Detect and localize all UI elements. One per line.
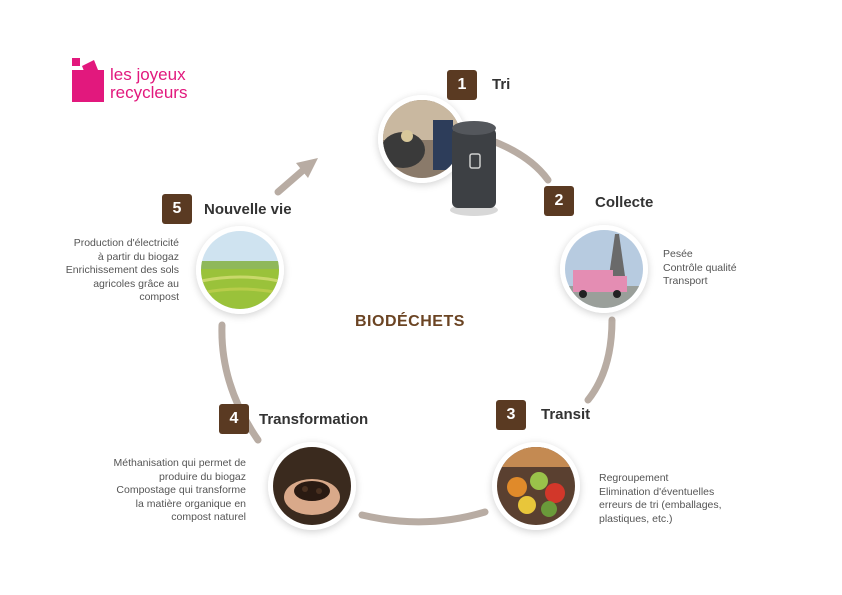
step-1-badge: 1 [447, 70, 477, 100]
photo-green-field [196, 226, 284, 314]
step-5-line-2: à partir du biogaz [97, 250, 179, 263]
step-5-title: Nouvelle vie [204, 201, 292, 218]
step-4-description: Méthanisation qui permet de produire du … [66, 457, 247, 525]
step-5-badge: 5 [162, 194, 192, 224]
step-3-line-1: Regroupement [599, 472, 669, 484]
step-2-title: Collecte [595, 194, 654, 211]
ring-arc-4-5 [218, 321, 262, 444]
brand-name-line1: les joyeux [110, 65, 186, 84]
ring-arc-1-2 [486, 136, 552, 184]
step-3-title: Transit [541, 406, 591, 423]
step-5-line-4: agricoles grâce au [93, 277, 179, 290]
step-2-line-2: Contrôle qualité [663, 261, 737, 274]
step-5-line-5: compost [139, 291, 179, 303]
step-3-line-3: erreurs de tri (emballages, [599, 499, 722, 511]
photo-compost-hands [268, 442, 356, 530]
step-4-line-5: compost naturel [171, 511, 246, 523]
step-2-line-3: Transport [663, 275, 708, 287]
step-3-badge: 3 [496, 400, 526, 430]
brand-logo: les joyeux recycleurs [70, 56, 210, 111]
step-4-line-2: produire du biogaz [159, 470, 246, 483]
logo-mark-icon [72, 58, 104, 102]
photo-food-waste [492, 442, 580, 530]
step-3-line-4: plastiques, etc.) [599, 512, 673, 525]
compost-bin-illustration [448, 118, 500, 218]
step-3-description: Regroupement Elimination d'éventuelles e… [599, 472, 722, 526]
step-4-line-1: Méthanisation qui permet de [113, 457, 247, 469]
ring-arc-3-4 [358, 508, 489, 526]
arrow-icon [274, 158, 318, 196]
center-label: BIODÉCHETS [355, 313, 465, 330]
step-5-line-1: Production d'électricité [73, 237, 179, 249]
step-5-line-3: Enrichissement des sols [65, 264, 179, 276]
step-4-line-4: la matière organique en [135, 497, 246, 510]
step-1-title: Tri [492, 76, 511, 93]
photo-compost-bin [378, 95, 466, 183]
step-2-badge: 2 [544, 186, 574, 216]
step-4-title: Transformation [259, 411, 369, 428]
step-4-line-3: Compostage qui transforme [116, 484, 246, 496]
step-2-line-1: Pesée [663, 248, 693, 260]
step-2-description: Pesée Contrôle qualité Transport [663, 248, 737, 289]
brand-name-line2: recycleurs [110, 83, 188, 102]
step-3-line-2: Elimination d'éventuelles [599, 485, 715, 498]
step-5-description: Production d'électricité à partir du bio… [24, 237, 179, 305]
step-4-badge: 4 [219, 404, 249, 434]
ring-arc-2-3 [584, 316, 616, 404]
photo-eiffel-truck [560, 225, 648, 313]
